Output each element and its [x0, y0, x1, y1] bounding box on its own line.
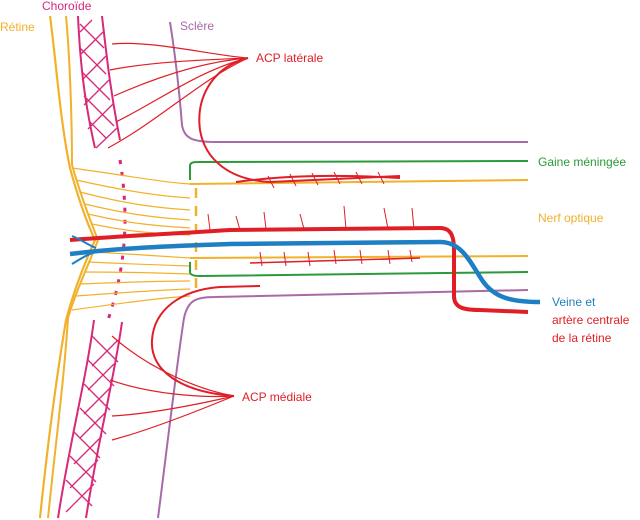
meningeal-sheath-lower: [189, 262, 529, 278]
label-veine-line3: de la rétine: [552, 331, 612, 345]
label-choroide: Choroïde: [42, 0, 92, 13]
acp-laterale-ticks: [267, 171, 385, 189]
acp-mediale-main: [150, 285, 261, 397]
label-retine: Rétine: [0, 20, 35, 34]
label-veine-line1: Veine et: [552, 295, 596, 309]
central-artery: [69, 225, 529, 314]
artery-lower-branch: [249, 257, 421, 264]
choroid-upper: [77, 15, 121, 149]
acp-laterale-main: [198, 57, 401, 184]
vein-disc-branch-upper: [71, 235, 97, 249]
nerve-fibres-upper: [71, 167, 191, 236]
artery-twigs-upper: [207, 205, 415, 231]
nerve-boundary-lower: [189, 255, 529, 259]
artery-ticks-lower: [259, 249, 413, 267]
meningeal-sheath-upper: [189, 160, 529, 180]
label-gaine-meningee: Gaine méningée: [538, 155, 626, 169]
retina-inner: [47, 15, 100, 519]
retina-outer: [38, 15, 97, 519]
label-nerf-optique: Nerf optique: [538, 211, 604, 225]
acp-mediale-branches: [109, 335, 235, 441]
label-acp-mediale: ACP médiale: [242, 390, 312, 404]
label-veine-line2: artère centrale: [552, 313, 630, 327]
choroid-lower: [57, 319, 123, 519]
central-vein: [69, 239, 541, 305]
nerve-boundary-upper: [189, 179, 529, 185]
sclera-upper: [169, 21, 528, 143]
sclera-lower: [157, 289, 529, 519]
label-acp-laterale: ACP latérale: [256, 51, 323, 65]
choroid-dashed: [106, 159, 127, 321]
acp-laterale-nerve-branch: [235, 174, 401, 183]
label-sclere: Sclère: [180, 19, 214, 33]
acp-laterale-branches: [107, 42, 249, 149]
vein-disc-branch-lower: [71, 251, 97, 265]
